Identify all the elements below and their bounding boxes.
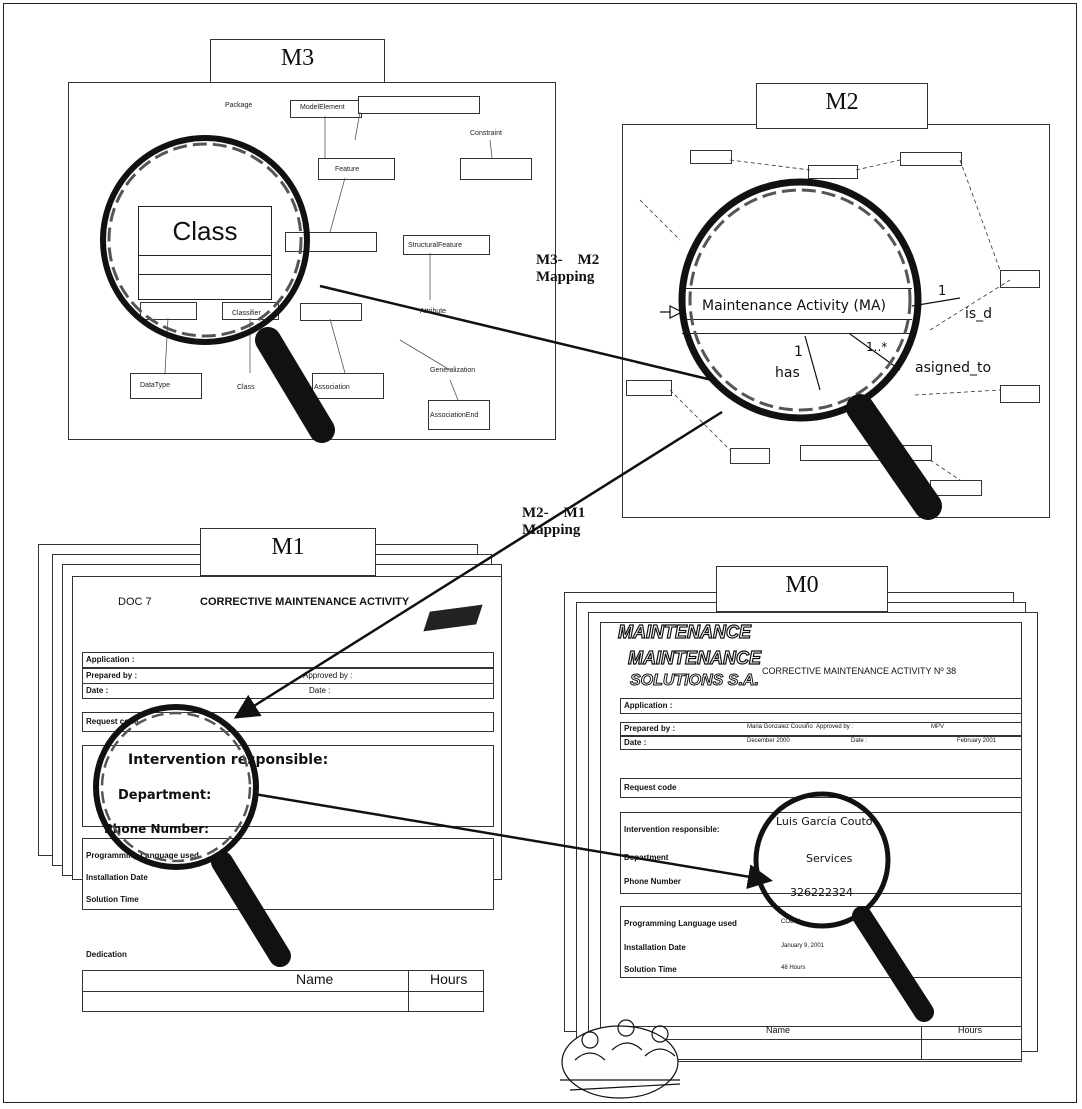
m2-multiplicity-one: 1 [938, 284, 947, 299]
m1-field-block: Programming Language used Installation D… [82, 838, 494, 910]
magnifier-lens-icon [678, 178, 942, 520]
m2-multiplicity-one-left: 1 [794, 344, 803, 360]
m1-form-title: CORRECTIVE MAINTENANCE ACTIVITY [200, 596, 410, 608]
diagram-frame [3, 3, 1077, 1103]
m1-zoom-department: Department: [118, 788, 212, 803]
m0-company-sub: SOLUTIONS S.A. [630, 672, 760, 690]
m3-zoomed-class-box: Class [138, 206, 272, 300]
m1-table-name: Name [296, 971, 334, 987]
m1-field-block [82, 745, 494, 827]
m1-dedication-label: Dedication [86, 950, 127, 959]
magnifier-lens-icon [100, 135, 335, 443]
m1-doc-code: DOC 7 [118, 596, 152, 608]
m3-mini-connectors [164, 111, 493, 401]
m0-zoom-responsible: Luis García Couto [776, 815, 873, 828]
m1-table-hours: Hours [430, 971, 468, 987]
magnifier-lens-icon [753, 791, 934, 1022]
m3-mini-label: DataType [140, 382, 170, 389]
m2-mini-class [808, 165, 858, 179]
mapping-arrows [233, 284, 773, 890]
m1-zoom-responsible: Intervention responsible: [128, 752, 329, 768]
m2-multiplicity-many: 1..* [866, 340, 888, 354]
m2-zoomed-class-box: Maintenance Activity (MA) [682, 288, 912, 334]
m3-mini-class [312, 373, 384, 399]
m3-mini-label: Classifier [232, 310, 261, 317]
m3-mini-label: AssociationEnd [430, 412, 479, 419]
m2-level-label: M2 [756, 83, 928, 129]
m2-mini-connectors [639, 159, 1011, 481]
m0-field-row: Date : December 2000 Date : February 200… [620, 736, 1022, 750]
m0-level-label: M0 [716, 566, 888, 612]
m3-mini-class [358, 96, 480, 114]
m2-mini-class [730, 448, 770, 464]
m0-zoom-phone: 326222324 [790, 886, 853, 899]
m3-mini-label: ModelElement [300, 104, 345, 111]
m3-mini-label: Package [225, 102, 253, 109]
mapping-label-m3-m2: M3- M2 Mapping [536, 252, 600, 285]
m2-mini-class [1000, 385, 1040, 403]
m1-field-row: Request code [82, 712, 494, 732]
m3-mini-class [300, 303, 362, 321]
m3-mini-class [403, 235, 490, 255]
m3-mini-class [130, 373, 202, 399]
m2-mini-class [626, 380, 672, 396]
m0-field-block: Intervention responsible: Department Pho… [620, 812, 1022, 894]
m0-company-name: MAINTENANCE [617, 621, 751, 642]
m0-company-name-front: MAINTENANCE [627, 647, 761, 668]
m0-form-title: CORRECTIVE MAINTENANCE ACTIVITY Nº 38 [762, 666, 957, 676]
m3-class-label: Class [172, 215, 238, 246]
m3-mini-label: Association [314, 384, 350, 391]
m2-mini-class [690, 150, 732, 164]
m0-dedication-table [620, 1026, 1022, 1060]
m2-association-is-d: is_d [965, 306, 993, 322]
m2-association-assigned: asigned_to [915, 360, 992, 376]
m0-table-hours: Hours [958, 1025, 983, 1035]
m3-mini-label: Constraint [470, 130, 502, 137]
m2-association-has: has [775, 365, 800, 381]
m3-mini-label: Generalization [430, 367, 476, 374]
m1-zoom-phone: Phone Number: [104, 822, 209, 836]
m1-field-row: Application : [82, 652, 494, 668]
mapping-label-m2-m1: M2- M1 Mapping [522, 505, 586, 538]
m0-field-row: Prepared by : Maria Gonzalez Cousiño App… [620, 722, 1022, 736]
m3-mini-label: StructuralFeature [408, 242, 463, 249]
m0-table-name: Name [766, 1025, 791, 1035]
m3-mini-class [428, 400, 490, 430]
m3-mini-label: Feature [335, 166, 360, 173]
m0-zoom-department: Services [806, 852, 853, 865]
m3-mini-class [460, 158, 532, 180]
m1-dedication-table [82, 970, 484, 1012]
m0-field-row: Request code [620, 778, 1022, 798]
m2-mini-class [900, 152, 962, 166]
m3-mini-label: Attribute [420, 308, 447, 315]
m2-class-label: Maintenance Activity (MA) [702, 298, 886, 314]
m0-field-block: Programming Language used COBOL Installa… [620, 906, 1022, 978]
m3-mini-class [318, 158, 395, 180]
m3-mini-label: Class [237, 384, 255, 391]
magnifier-lens-icon [93, 704, 291, 967]
m2-mini-class [1000, 270, 1040, 288]
m3-level-label: M3 [210, 39, 385, 83]
m0-field-row: Application : [620, 698, 1022, 714]
m1-level-label: M1 [200, 528, 376, 576]
workers-clipart-icon [560, 1019, 681, 1099]
